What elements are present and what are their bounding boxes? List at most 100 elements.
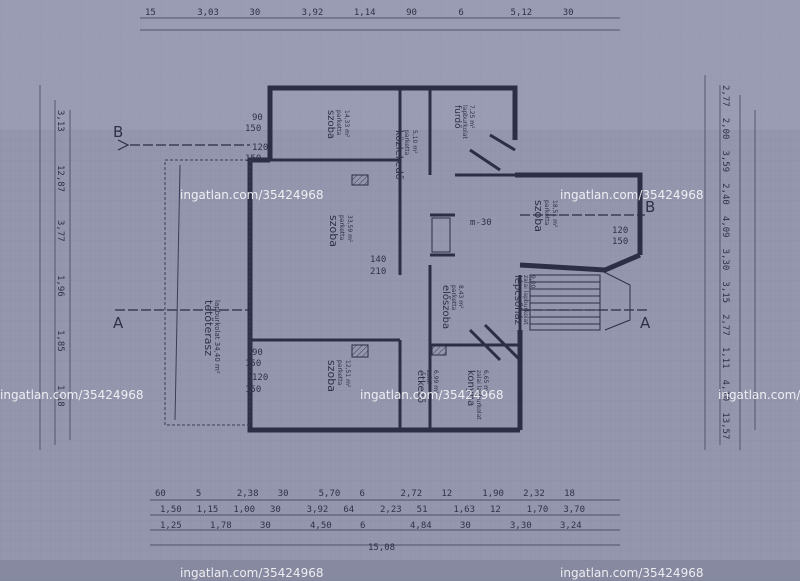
opening-label: 150: [612, 237, 628, 247]
room-small-name: szoba: [325, 360, 338, 392]
dimsB1-item: 2,32: [523, 489, 545, 499]
opening-label: 150: [245, 154, 261, 164]
dimsB1-item: 5,70: [319, 489, 341, 499]
dimsB1-item: 30: [278, 489, 289, 499]
dimsRight-item: 4,10: [720, 380, 730, 402]
opening-label: 150: [245, 359, 261, 369]
dimsRight-item: 2,40: [720, 183, 730, 205]
dimsTop-item: 3,03: [197, 8, 219, 18]
dimsTop-item: 90: [406, 8, 417, 18]
kitchen-floor: zalai lapburkolat: [475, 370, 482, 420]
dimsB3-item: 4,50: [310, 521, 332, 531]
dimsRight-item: 2,77: [720, 314, 730, 336]
chimney-block: [351, 174, 369, 186]
dimsB2-item: 1,70: [527, 505, 549, 515]
dimsB2-item: 1,50: [160, 505, 182, 515]
terrace-area-value: 34,40 m²: [213, 342, 221, 374]
room-right-floor: parketta: [543, 200, 550, 226]
stairs-floor: zalai lapburkolat: [522, 275, 529, 325]
dimsRight-item: 3,59: [720, 150, 730, 172]
bath-floor: lapburkolat: [461, 105, 468, 140]
section-b-left: B: [113, 123, 123, 141]
dimsB1-item: 5: [196, 489, 201, 499]
dimsB3-item: 30: [260, 521, 271, 531]
room-bath: furdő lapburkolat 7,25 m²: [452, 105, 475, 140]
room-small-floor: parketta: [336, 360, 343, 386]
dimsB3-item: 6: [360, 521, 365, 531]
dimsB3-item: 3,24: [560, 521, 582, 531]
bath-name: furdő: [452, 105, 462, 129]
dimsTop-item: 5,12: [511, 8, 533, 18]
terrace-prefix: tető: [202, 300, 215, 322]
stairs-name: lépcsőház: [512, 275, 524, 325]
watermark-mid-right: ingatlan.com/35424968: [718, 388, 800, 402]
dimsB3-item: 4,84: [410, 521, 432, 531]
dim-total: 15,08: [368, 543, 395, 553]
bath-area: 7,25 m²: [468, 105, 475, 129]
room-main: szoba parketta 33,59 m²: [327, 215, 353, 247]
dimension-lines: [39, 17, 756, 546]
opening-label: 210: [370, 267, 386, 277]
dimsB2-item: 51: [417, 505, 428, 515]
section-a-left: A: [113, 314, 124, 332]
dimsB2-item: 64: [343, 505, 354, 515]
dimsLeft-item: 12,87: [55, 165, 65, 192]
chimney-block-2: [351, 344, 369, 358]
watermark-top-center: ingatlan.com/35424968: [180, 188, 323, 202]
dimsB1-item: 1,90: [482, 489, 504, 499]
dimsB1-item: 6: [360, 489, 365, 499]
room-a-name: szoba: [325, 110, 336, 139]
dimsB2-item: 12: [490, 505, 501, 515]
opening-label: 120: [612, 226, 628, 236]
dimsB2-item: 1,15: [197, 505, 219, 515]
dimsRight-item: 2,00: [720, 118, 730, 140]
dimsB1-item: 2,38: [237, 489, 259, 499]
room-right-area: 18,51 m²: [551, 200, 558, 228]
interior-walls: [250, 88, 522, 430]
kitchen-area: 6,65 m²: [482, 370, 489, 394]
room-main-floor: parketta: [338, 215, 345, 241]
room-stairs: lépcsőház zalai lapburkolat 9,00: [512, 275, 536, 325]
dimsB1-item: 18: [564, 489, 575, 499]
watermark-mid-left: ingatlan.com/35424968: [0, 388, 143, 402]
room-right-name: szoba: [532, 200, 545, 232]
room-small-area: 12,51 m²: [344, 360, 351, 388]
room-terrace: tetőterasz lapburkolat 34,40 m²: [202, 300, 221, 374]
corridor-floor: parketta: [403, 130, 410, 156]
room-kitchen: konyha zalai lapburkolat 6,65 m²: [465, 370, 489, 420]
dimsLeft-item: 3,13: [55, 110, 65, 132]
dimsLeft-item: 3,77: [55, 220, 65, 242]
svg-text:lapburkolat 34,40 m²: lapburkolat 34,40 m²: [213, 300, 221, 374]
terrace-name: terasz: [202, 322, 215, 356]
room-right: szoba parketta 18,51 m²: [532, 200, 558, 232]
shaft-block: [431, 344, 447, 356]
dimsB1-item: 12: [441, 489, 452, 499]
corridor-name: közlekedő: [393, 130, 405, 180]
dimsTop-item: 30: [249, 8, 260, 18]
dimsTop-item: 3,92: [302, 8, 324, 18]
dimsB3-item: 30: [460, 521, 471, 531]
dimsRight-item: 3,30: [720, 249, 730, 271]
dimsRight-item: 13,57: [720, 412, 730, 439]
dimsB3-item: 1,25: [160, 521, 182, 531]
dimsB2-item: 3,92: [307, 505, 329, 515]
dimsB2-item: 1,00: [233, 505, 255, 515]
dimsB2-item: 3,70: [563, 505, 585, 515]
terrace-edge: [174, 164, 181, 421]
watermark-top-right: ingatlan.com/35424968: [560, 188, 703, 202]
opening-label: 140: [370, 255, 386, 265]
dimsRight-item: 4,09: [720, 216, 730, 238]
room-small: szoba parketta 12,51 m²: [325, 360, 351, 392]
anteroom-name: előszoba: [440, 285, 452, 329]
watermark-bottom-right: ingatlan.com/35424968: [560, 566, 703, 580]
terrace-floor: lapburkolat: [213, 300, 221, 340]
room-main-name: szoba: [327, 215, 340, 247]
kitchen-name: konyha: [465, 370, 476, 406]
